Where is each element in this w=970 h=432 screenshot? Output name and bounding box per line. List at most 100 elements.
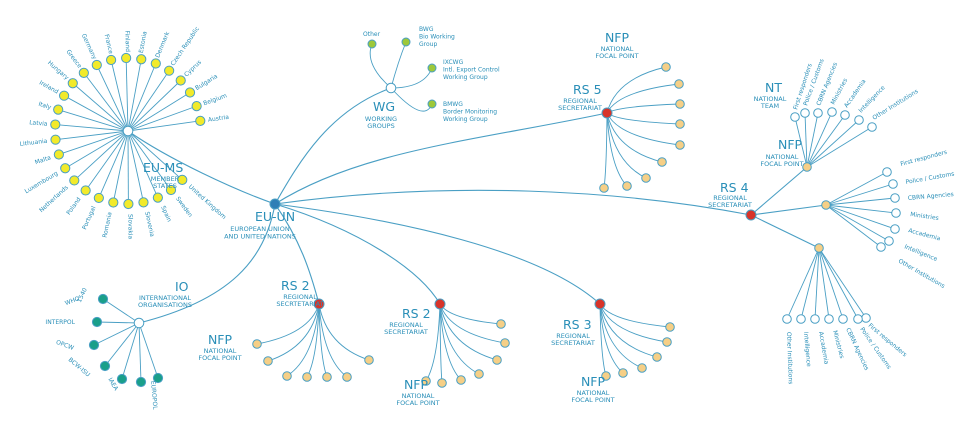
eums-spoke [127,59,142,132]
right-item-label: Other Institutions [897,258,946,290]
rs3-nfp-title: NFP [581,374,606,389]
rs2b-focal-point-node [474,369,484,379]
eums-spoke [127,130,144,203]
member-state-label: Netherlands [38,184,70,214]
member-state-node [67,78,78,89]
rs2a-focal-point-node [364,355,374,365]
national-team-node [800,108,810,118]
eums-spoke [110,59,129,132]
io-spoke [102,298,140,324]
rs2b-focal-point-node [500,338,510,348]
rs2b-focal-point-stem [439,303,498,361]
rs5-title: RS 5 [573,82,602,97]
wg-item-label: Working Group [443,74,488,81]
io-spoke [93,322,140,346]
io-spoke [138,322,142,383]
rs4-link [750,204,827,216]
eums-spoke [55,124,129,132]
right-item-node [882,167,892,177]
eums-spoke [58,109,129,132]
member-state-node [69,175,80,186]
member-state-node [184,87,196,98]
rs2a-focal-point-node [302,372,312,382]
wg-item-label: Bio Working [419,34,455,41]
rs4-link [750,166,808,216]
io-label: INTERPOL [45,319,75,326]
national-team-node [840,110,850,120]
right-item-label: Intelligence [903,243,938,263]
wg-item-label: BWG [419,26,434,33]
rs3-focal-point-node [637,363,647,373]
rs4-nfp-subtitle: NATIONAL [766,153,799,161]
bottom-spoke [818,247,867,319]
rs5-focal-point-node [599,183,609,193]
rs2a-focal-point-node [282,371,292,381]
wg-stem [390,67,433,89]
rs2a-focal-point-node [263,356,273,366]
rs2a-focal-point-stem [286,303,320,377]
rs3-focal-point-stem [599,303,671,328]
bottom-item-node [853,314,863,324]
nt-spoke [806,114,846,168]
rs2b-nfp-subtitle: FOCAL POINT [396,399,439,407]
eums-spoke [73,130,129,181]
member-state-node [50,119,61,130]
eums-spoke [127,120,201,132]
working-group-node [401,37,411,47]
link-hub-rs4 [274,189,752,216]
rs2a-node [313,298,325,310]
national-team-node [854,115,864,125]
member-state-node [50,134,61,145]
bottom-item-node [810,314,820,324]
member-state-label: Austria [208,114,230,124]
nt-spoke [806,119,860,168]
member-state-label: Malta [34,154,52,166]
eums-spoke [83,72,129,132]
rs2a-nfp-subtitle: FOCAL POINT [198,354,241,362]
bottom-item-node [782,314,792,324]
rs2b-focal-point-stem [439,303,462,381]
rs2b-focal-point-node [421,376,431,386]
rs5-focal-point-stem [606,103,681,114]
rs5-focal-point-node [675,140,685,150]
rs4-title: RS 4 [720,180,749,195]
rs3-focal-point-node [601,371,611,381]
eu-un-subtitle: AND UNITED NATIONS [224,233,296,241]
io-spoke [104,322,140,367]
member-state-node [106,54,117,66]
io-spoke [138,322,159,379]
nt-spoke [794,116,808,168]
eums-spoke [125,58,129,132]
member-state-node [121,52,132,64]
eums-spoke [63,95,129,132]
right-item-label: Police / Customs [905,171,955,186]
wg-stem [369,43,392,89]
rs3-focal-point-node [662,337,672,347]
right-spoke [825,204,896,230]
bottom-item-label: Accademia [817,331,830,365]
link-hub-eums [127,130,276,205]
wg-item-label: Working Group [443,116,488,123]
eums-subtitle: MEMBER [151,175,180,183]
rs3-title: RS 3 [563,317,592,332]
working-group-node [367,39,377,49]
eums-spoke [55,130,129,141]
rs5-focal-point-node [641,173,651,183]
rs4-subtitle: SECRETARIAT [708,201,752,209]
working-group-node [427,63,437,73]
eums-spoke [112,130,129,203]
bottom-item-node [824,314,834,324]
rs5-focal-point-stem [606,83,680,114]
nodes [50,37,901,388]
link-hub-io [138,203,276,324]
international-org-node [116,373,128,385]
rs2a-focal-point-stem [256,303,320,345]
rs2a-subtitle: REGIONAL [283,293,317,301]
eums-spoke [127,63,157,132]
rs5-nfp-title: NFP [605,30,630,45]
rs4-bottom-node [814,243,824,253]
bottom-item-node [861,313,871,323]
rs2b-focal-point-node [437,378,447,388]
right-item-node [890,193,900,203]
rs2a-focal-point-stem [267,303,320,362]
